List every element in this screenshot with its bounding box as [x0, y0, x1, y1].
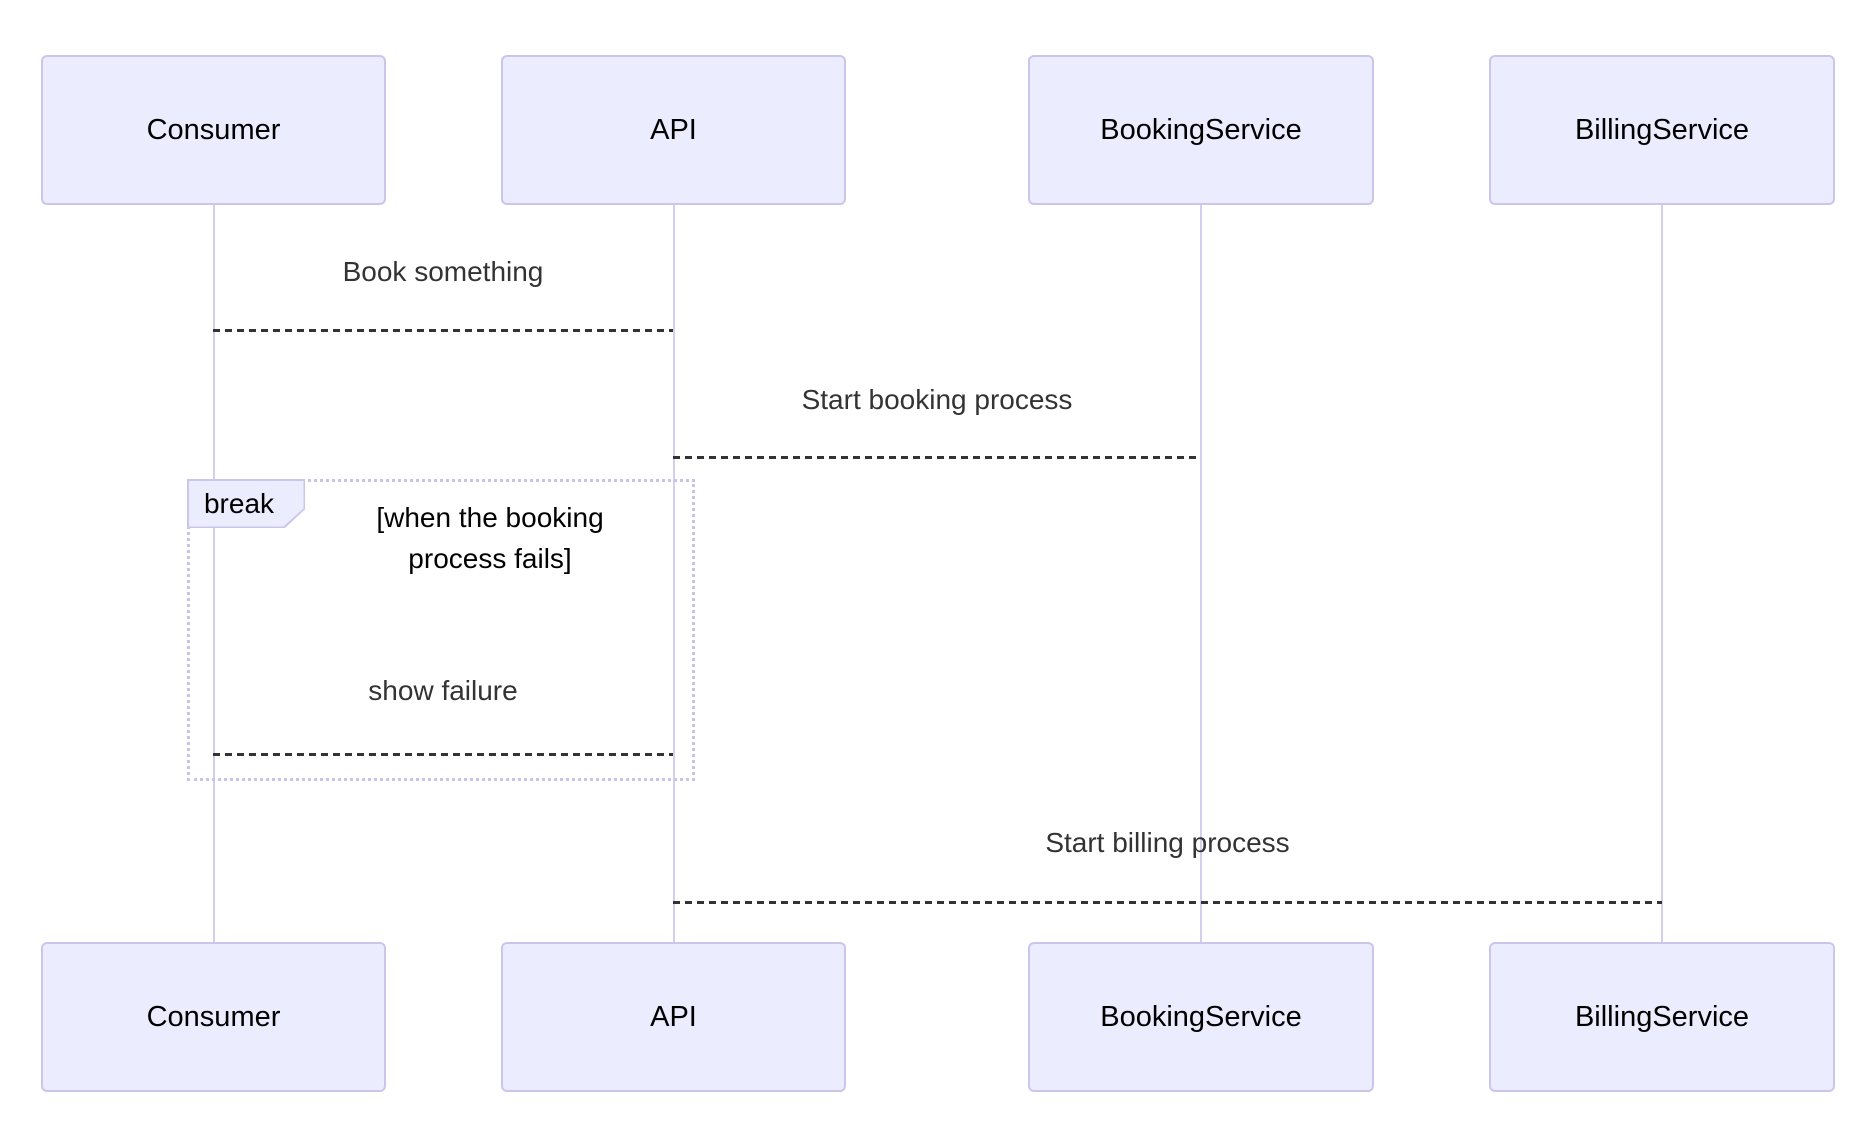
lifeline-consumer — [212, 205, 215, 942]
message-show-failure-label: show failure — [368, 675, 518, 706]
lifeline-billingservice — [1661, 205, 1663, 942]
lifeline-bookingservice — [1200, 205, 1202, 942]
actor-top-billingservice: BillingService — [1489, 55, 1835, 205]
actor-top-api: API — [501, 55, 846, 205]
actor-bottom-api: API — [501, 942, 846, 1092]
actor-bottom-billingservice: BillingService — [1489, 942, 1835, 1092]
actor-top-api-label: API — [650, 113, 697, 146]
actor-bottom-billingservice-label: BillingService — [1574, 1000, 1750, 1033]
actor-bottom-api-label: API — [650, 1000, 697, 1033]
actor-bottom-consumer: Consumer — [41, 942, 386, 1092]
actor-top-consumer: Consumer — [41, 55, 386, 205]
message-book-something-label: Book something — [342, 256, 544, 287]
actor-top-bookingservice: BookingService — [1028, 55, 1374, 205]
message-start-booking-line — [673, 456, 1201, 459]
message-start-billing-label: Start billing process — [1045, 827, 1290, 858]
actor-bottom-bookingservice-label: BookingService — [1100, 1000, 1302, 1033]
break-label-shape — [187, 479, 305, 528]
break-condition: [when the booking process fails] — [376, 502, 604, 574]
actor-top-consumer-label: Consumer — [146, 113, 281, 146]
break-fragment-box — [187, 479, 695, 781]
break-label-fill — [188, 480, 304, 527]
message-start-billing-line — [673, 901, 1662, 904]
message-book-something-line — [213, 329, 673, 332]
lifeline-api — [672, 205, 675, 942]
actor-top-billingservice-label: BillingService — [1574, 113, 1750, 146]
actor-bottom-consumer-label: Consumer — [146, 1000, 281, 1033]
break-label: break — [203, 487, 275, 519]
actor-top-bookingservice-label: BookingService — [1100, 113, 1302, 146]
actor-bottom-bookingservice: BookingService — [1028, 942, 1374, 1092]
message-show-failure-line — [213, 753, 673, 756]
message-start-booking-label: Start booking process — [801, 384, 1073, 415]
